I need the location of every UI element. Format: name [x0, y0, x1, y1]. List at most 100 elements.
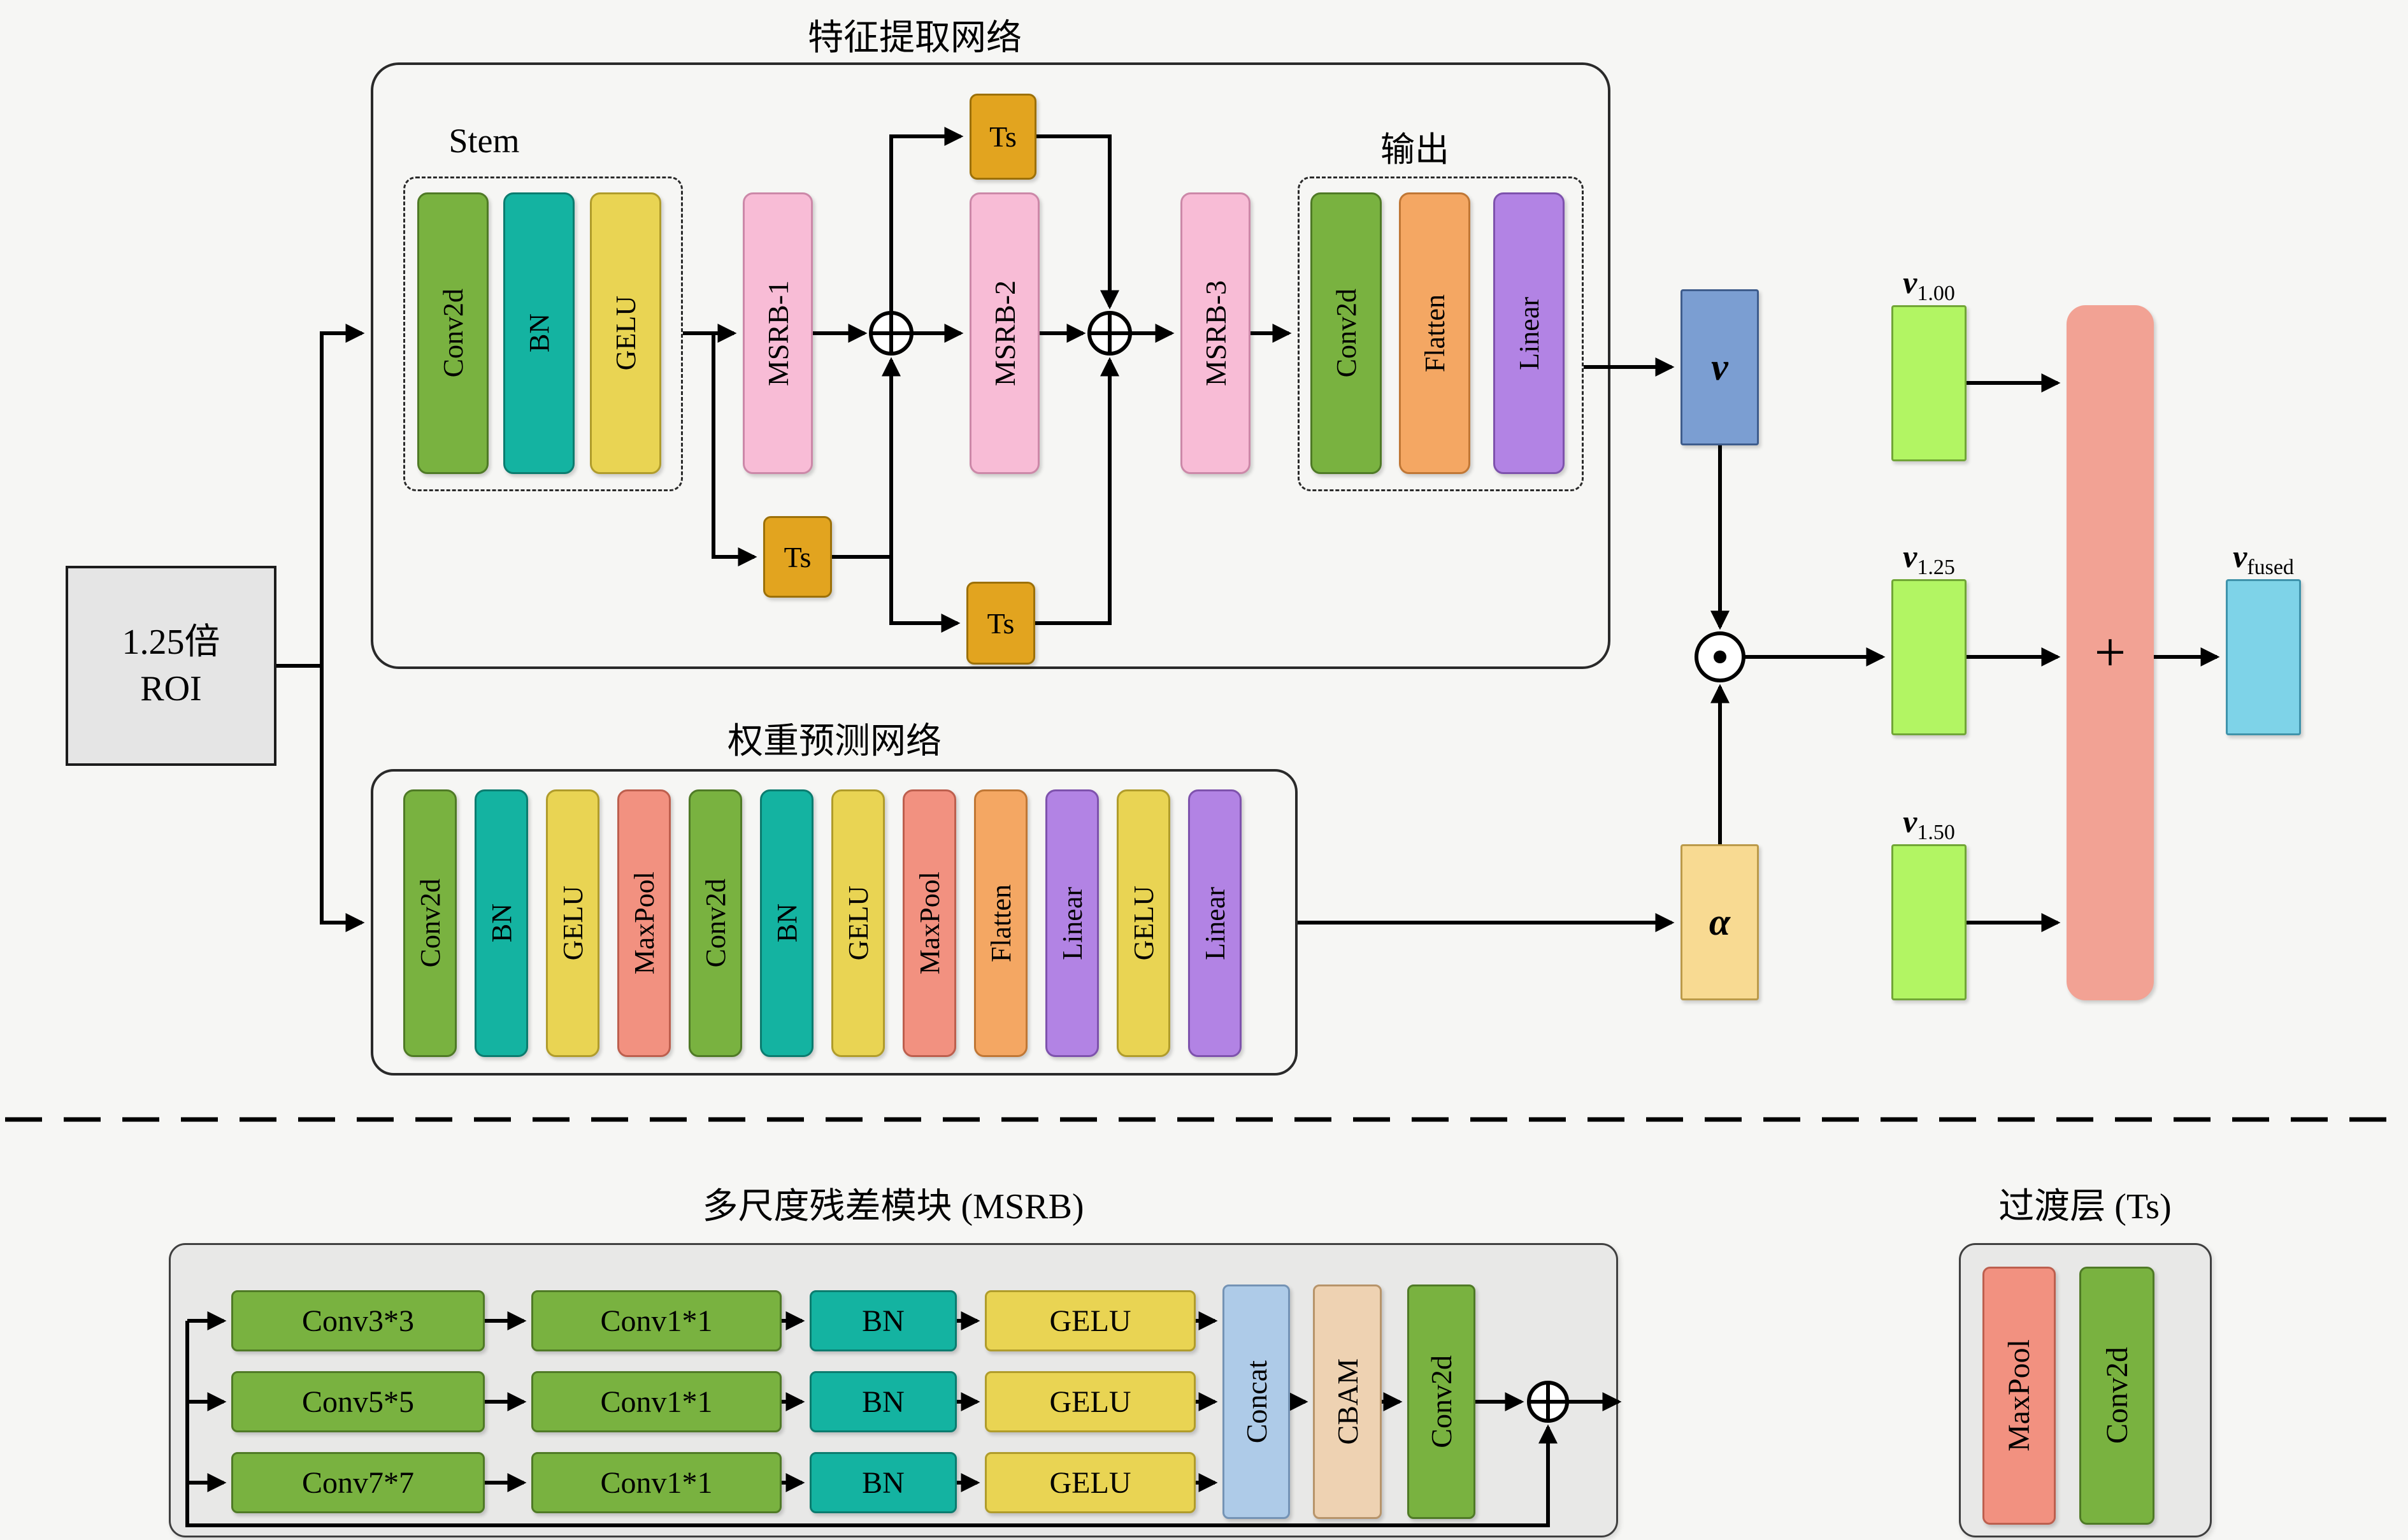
msrb-cbam-block: CBAM [1313, 1285, 1382, 1519]
arrow-roi-to-weight [320, 666, 365, 932]
v100-base: v [1903, 264, 1917, 300]
stem-bn-label: BN [523, 313, 555, 353]
feature-vector-box: v [1681, 289, 1759, 445]
arrow-ts-top-to-add2 [1036, 134, 1119, 310]
msrb-row1-conv1x1: Conv1*1 [531, 1290, 782, 1351]
msrb-row1-conv3x3: Conv3*3 [231, 1290, 485, 1351]
msrb-row2-conv1x1-label: Conv1*1 [600, 1385, 713, 1419]
wn-flatten-block: Flatten [974, 789, 1028, 1057]
msrb1-label: MSRB-1 [761, 280, 794, 387]
msrb3-label: MSRB-3 [1199, 280, 1232, 387]
msrb-row1-bn: BN [810, 1290, 957, 1351]
stem-conv2d-label: Conv2d [437, 289, 469, 378]
feature-vector-label: v [1711, 346, 1728, 388]
msrb-trunk-and-residual [185, 1321, 1558, 1527]
ts-module-conv2d-label: Conv2d [2100, 1347, 2134, 1444]
wn-conv2d-1-block: Conv2d [403, 789, 457, 1057]
wn-maxpool-2-label: MaxPool [914, 872, 945, 975]
stem-gelu-block: GELU [590, 192, 661, 474]
wn-maxpool-1-label: MaxPool [628, 872, 660, 975]
wn-linear-1-label: Linear [1056, 886, 1088, 960]
add-node-1 [869, 311, 914, 356]
ts-bottom-block: Ts [966, 582, 1035, 665]
alpha-label: α [1709, 901, 1731, 943]
output-flatten-label: Flatten [1419, 294, 1451, 373]
vfused-base: v [2233, 538, 2247, 574]
ts-module-title: 过渡层 (Ts) [1998, 1187, 2172, 1227]
stem-conv2d-block: Conv2d [417, 192, 489, 474]
stem-dashed-box [403, 176, 683, 491]
vfused-label: vfused [2200, 538, 2327, 580]
stem-label: Stem [448, 122, 520, 160]
msrb-conv2d-block: Conv2d [1407, 1285, 1475, 1519]
vfused-sub: fused [2247, 556, 2294, 579]
msrb-row1-gelu-label: GELU [1049, 1304, 1131, 1338]
ts-module-conv2d-block: Conv2d [2079, 1267, 2154, 1525]
v150-box [1891, 844, 1967, 1000]
v100-label: v1.00 [1865, 264, 1993, 306]
ts-module-maxpool-block: MaxPool [1982, 1267, 2056, 1525]
roi-line2: ROI [140, 669, 202, 709]
v125-base: v [1903, 538, 1917, 574]
v125-label: v1.25 [1865, 538, 1993, 580]
vfused-box [2226, 579, 2301, 735]
ts-top-label: Ts [989, 120, 1017, 153]
ts-module-maxpool-label: MaxPool [2002, 1339, 2036, 1452]
output-flatten-block: Flatten [1399, 192, 1470, 474]
wn-linear-2-label: Linear [1199, 886, 1231, 960]
wn-gelu-3-label: GELU [1128, 886, 1159, 961]
wn-gelu-1-block: GELU [546, 789, 599, 1057]
arrow-roi-to-feature [276, 324, 365, 668]
weight-network-title: 权重预测网络 [727, 722, 942, 761]
msrb-row1-bn-label: BN [862, 1304, 905, 1338]
msrb-row1-conv3x3-label: Conv3*3 [301, 1304, 414, 1338]
alpha-box: α [1681, 844, 1759, 1000]
msrb-conv2d-label: Conv2d [1425, 1355, 1458, 1448]
wn-gelu-1-label: GELU [557, 886, 589, 961]
wn-gelu-2-label: GELU [842, 886, 874, 961]
wn-bn-1-block: BN [475, 789, 528, 1057]
roi-line1: 1.25倍 [122, 622, 220, 663]
v150-base: v [1903, 803, 1917, 839]
v125-box [1891, 579, 1967, 735]
msrb-row3-conv7x7-label: Conv7*7 [301, 1465, 414, 1500]
ts-mid-label: Ts [784, 540, 812, 573]
msrb-row2-conv1x1: Conv1*1 [531, 1371, 782, 1432]
msrb2-block: MSRB-2 [970, 192, 1040, 474]
wn-bn-2-block: BN [760, 789, 813, 1057]
output-linear-block: Linear [1493, 192, 1565, 474]
msrb2-label: MSRB-2 [988, 280, 1021, 387]
stem-gelu-label: GELU [610, 296, 641, 371]
output-conv2d-block: Conv2d [1310, 192, 1382, 474]
arrow-ts-mid-to-ts-bottom [889, 557, 961, 633]
msrb-concat-block: Concat [1222, 1285, 1290, 1519]
msrb-concat-label: Concat [1240, 1360, 1273, 1444]
v150-sub: 1.50 [1917, 821, 1955, 844]
v100-sub: 1.00 [1917, 282, 1955, 305]
wn-maxpool-2-block: MaxPool [903, 789, 956, 1057]
msrb-row2-gelu-label: GELU [1049, 1385, 1131, 1419]
elementwise-multiply-node [1695, 631, 1745, 682]
msrb-row3-bn: BN [810, 1452, 957, 1513]
arrow-add1-to-ts-top [889, 127, 964, 313]
ts-mid-block: Ts [763, 516, 832, 598]
msrb-add-node [1527, 1381, 1569, 1423]
arrow-ts-bottom-to-add2 [1035, 357, 1119, 625]
wn-bn-2-label: BN [771, 903, 803, 943]
wn-gelu-3-block: GELU [1117, 789, 1170, 1057]
msrb-row2-bn-label: BN [862, 1385, 905, 1419]
msrb-row1-conv1x1-label: Conv1*1 [600, 1304, 713, 1338]
wn-conv2d-1-label: Conv2d [414, 879, 446, 968]
msrb-row2-gelu: GELU [985, 1371, 1196, 1432]
wn-conv2d-2-label: Conv2d [699, 879, 731, 968]
sum-label: + [2094, 622, 2126, 684]
msrb-row3-gelu-label: GELU [1049, 1465, 1131, 1500]
sum-box: + [2067, 305, 2154, 1000]
wn-gelu-2-block: GELU [831, 789, 885, 1057]
input-roi-box: 1.25倍 ROI [66, 566, 276, 766]
wn-maxpool-1-block: MaxPool [617, 789, 671, 1057]
wn-bn-1-label: BN [485, 903, 517, 943]
msrb-row3-bn-label: BN [862, 1465, 905, 1500]
